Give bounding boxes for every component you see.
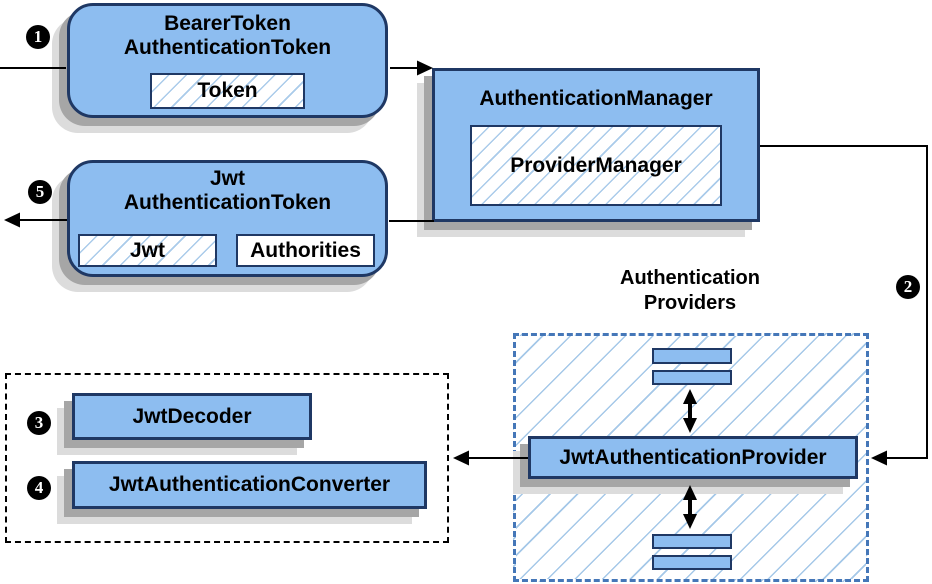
- arrow-jwt-token-out: [4, 212, 67, 228]
- jwt-authentication-converter-node: JwtAuthenticationConverter: [72, 461, 427, 509]
- provider-manager-field: ProviderManager: [470, 125, 722, 206]
- jwt-authentication-token-node: Jwt AuthenticationToken Jwt Authorities: [67, 160, 388, 277]
- authorities-field: Authorities: [236, 234, 375, 267]
- authentication-providers-label-line2: Providers: [643, 292, 737, 314]
- step-badge-3: 3: [27, 411, 51, 435]
- authentication-providers-label: Authentication Providers: [590, 266, 790, 316]
- converters-container: [5, 373, 449, 543]
- token-field: Token: [150, 73, 305, 109]
- provider-stack-bar-top-2: [652, 370, 732, 385]
- bearer-token-title-line1: BearerToken: [164, 12, 291, 35]
- bearer-token-authentication-token-node: BearerToken AuthenticationToken Token: [67, 3, 388, 118]
- arrow-bearer-to-manager: [390, 60, 433, 76]
- step-badge-5: 5: [28, 180, 52, 204]
- bearer-token-title-line2: AuthenticationToken: [123, 36, 332, 59]
- step-badge-4: 4: [27, 476, 51, 500]
- provider-stack-bar-top-1: [652, 348, 732, 364]
- jwt-token-title-line2: AuthenticationToken: [123, 191, 332, 214]
- jwt-authentication-provider-node: JwtAuthenticationProvider: [528, 436, 858, 479]
- step-badge-2: 2: [896, 275, 920, 299]
- authentication-providers-label-line1: Authentication: [620, 267, 760, 289]
- step-badge-1: 1: [26, 25, 50, 49]
- jwt-field: Jwt: [78, 234, 217, 267]
- jwt-token-title-line1: Jwt: [209, 167, 245, 190]
- provider-stack-bar-bottom-2: [652, 555, 732, 570]
- authentication-manager-title: AuthenticationManager: [479, 87, 713, 110]
- provider-stack-bar-bottom-1: [652, 534, 732, 549]
- jwt-decoder-node: JwtDecoder: [72, 393, 312, 440]
- authentication-manager-node: AuthenticationManager ProviderManager: [432, 68, 760, 222]
